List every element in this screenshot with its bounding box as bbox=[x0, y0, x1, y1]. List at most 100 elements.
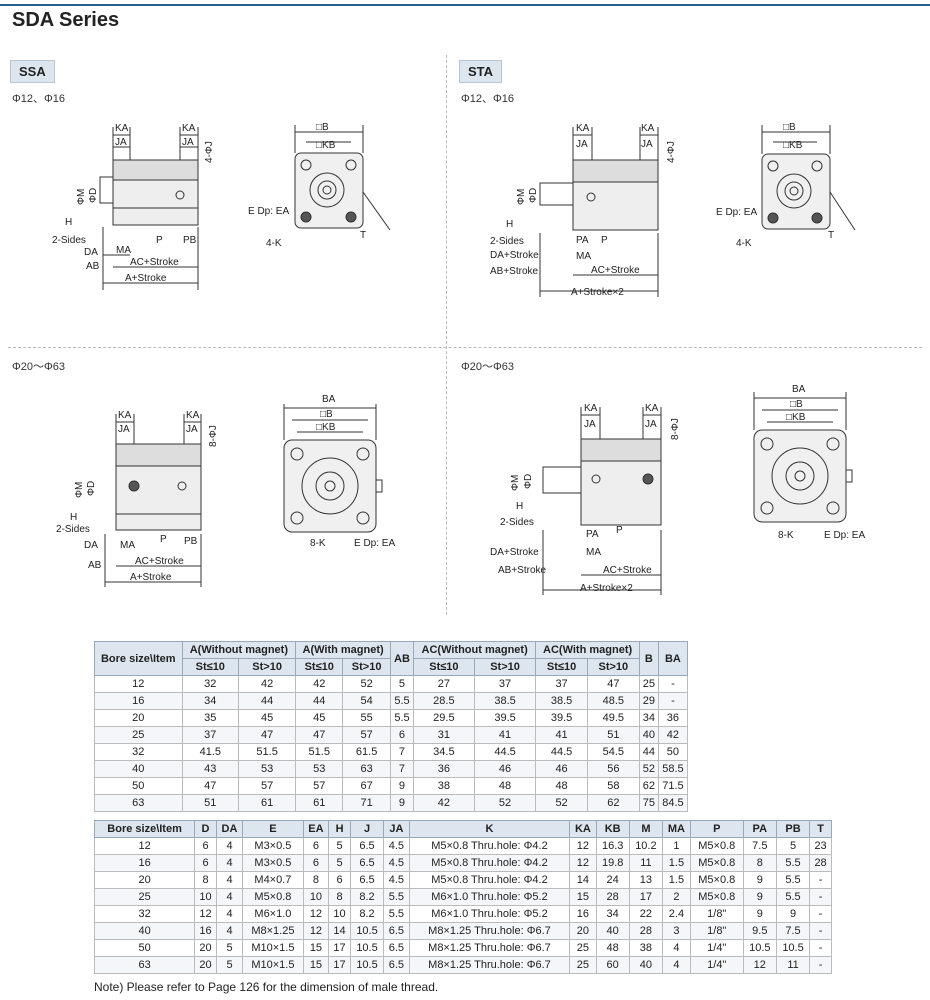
dim-ab-stroke: AB+Stroke bbox=[498, 565, 547, 576]
table-cell: 12 bbox=[302, 905, 330, 923]
t1-head-ac-with: AC(With magnet) bbox=[535, 641, 640, 659]
dim-e-dp: E Dp: EA bbox=[354, 538, 395, 549]
table-cell: 4 bbox=[215, 888, 244, 906]
table-cell: 20 bbox=[569, 922, 597, 940]
table-cell: 44 bbox=[238, 692, 297, 710]
ssa-small-side-view: KA KA JA JA 4-ΦJ ΦM ΦD H 2-Sides DA MA P… bbox=[52, 123, 215, 290]
table-cell: 22 bbox=[628, 905, 664, 923]
table-cell: 32 bbox=[93, 905, 196, 923]
table-cell: - bbox=[657, 692, 689, 710]
table-cell: 54.5 bbox=[586, 743, 640, 761]
dim-ba: BA bbox=[322, 394, 336, 405]
table-cell: 1/4" bbox=[689, 956, 744, 974]
table-cell: 62 bbox=[586, 794, 640, 812]
dim-b: □B bbox=[783, 122, 796, 133]
table-cell: 14 bbox=[569, 871, 597, 889]
table-cell: M5×0.8 bbox=[689, 837, 744, 855]
table-cell: 84.5 bbox=[657, 794, 689, 812]
dim-ja-right: JA bbox=[641, 139, 653, 150]
dim-8j: 8-ΦJ bbox=[208, 425, 219, 447]
dim-ab: AB bbox=[88, 560, 102, 571]
dim-ma: MA bbox=[586, 547, 601, 558]
dim-t: T bbox=[360, 230, 366, 241]
table-cell: 57 bbox=[295, 777, 344, 795]
table-cell: 40 bbox=[93, 922, 196, 940]
table-cell: 41 bbox=[535, 726, 588, 744]
t2-head-cell: KA bbox=[569, 820, 597, 838]
table-cell: 4 bbox=[662, 939, 691, 957]
ssa-tag: SSA bbox=[10, 60, 55, 83]
dim-b: □B bbox=[790, 399, 803, 410]
table-cell: 34 bbox=[638, 709, 659, 727]
table-cell: 1 bbox=[662, 837, 691, 855]
table-cell: 61 bbox=[238, 794, 297, 812]
table-cell: 9 bbox=[389, 794, 414, 812]
table-cell: 6.5 bbox=[383, 922, 410, 940]
table-cell: 5 bbox=[775, 837, 811, 855]
dim-ac-stroke: AC+Stroke bbox=[130, 257, 179, 268]
table-cell: 4.5 bbox=[383, 854, 410, 872]
table-cell: 46 bbox=[535, 760, 588, 778]
table-cell: 4 bbox=[215, 837, 244, 855]
dim-ab: AB bbox=[86, 261, 100, 272]
table-cell: 6.5 bbox=[349, 871, 385, 889]
table-cell: 17 bbox=[328, 956, 351, 974]
dim-pa: PA bbox=[586, 529, 599, 540]
table-cell: 52 bbox=[535, 794, 588, 812]
dim-ac-stroke: AC+Stroke bbox=[591, 265, 640, 276]
dim-d: ΦD bbox=[86, 481, 97, 496]
t2-head-cell: P bbox=[689, 820, 744, 838]
table-cell: 5.5 bbox=[383, 905, 410, 923]
table-cell: 2.4 bbox=[662, 905, 691, 923]
ssa-small-front-view: □B □KB E Dp: EA 4-K T bbox=[248, 122, 391, 249]
table-cell: 23 bbox=[809, 837, 832, 855]
table-cell: 57 bbox=[342, 726, 391, 744]
table-cell: 51 bbox=[586, 726, 640, 744]
top-rule bbox=[0, 4, 930, 6]
dim-b: □B bbox=[320, 409, 333, 420]
dim-da-stroke: DA+Stroke bbox=[490, 250, 539, 261]
table-cell: 10.5 bbox=[349, 939, 385, 957]
table-cell: 8.2 bbox=[349, 905, 385, 923]
table-cell: 15 bbox=[302, 956, 330, 974]
dim-h: H bbox=[506, 219, 513, 230]
table-cell: 9 bbox=[775, 905, 811, 923]
dim-ka-left: KA bbox=[118, 410, 132, 421]
table-cell: 40 bbox=[638, 726, 659, 744]
dim-4j: 4-ΦJ bbox=[666, 141, 677, 163]
table-cell: 63 bbox=[342, 760, 391, 778]
dim-m: ΦM bbox=[74, 482, 85, 498]
table-cell: 5.5 bbox=[389, 709, 414, 727]
table-cell: 37 bbox=[473, 675, 537, 693]
table-cell: 44 bbox=[295, 692, 344, 710]
table-cell: 28 bbox=[595, 888, 630, 906]
dim-kb: □KB bbox=[786, 412, 806, 423]
table-cell: 16 bbox=[194, 922, 217, 940]
t1-head-ac-without: AC(Without magnet) bbox=[412, 641, 537, 659]
table-cell: 16 bbox=[93, 854, 196, 872]
table-cell: 20 bbox=[93, 871, 196, 889]
table-cell: 50 bbox=[94, 777, 183, 795]
table-cell: 12 bbox=[194, 905, 217, 923]
table-cell: 39.5 bbox=[535, 709, 588, 727]
t1-head-a-with: A(With magnet) bbox=[295, 641, 391, 659]
table-cell: 25 bbox=[93, 888, 196, 906]
table-cell: 48 bbox=[595, 939, 630, 957]
dim-ka-right: KA bbox=[641, 123, 655, 134]
dim-kb: □KB bbox=[316, 140, 336, 151]
dim-da-stroke: DA+Stroke bbox=[490, 547, 539, 558]
table-cell: 57 bbox=[238, 777, 297, 795]
table-cell: 75 bbox=[638, 794, 659, 812]
table-cell: 6 bbox=[194, 837, 217, 855]
table-cell: 5.5 bbox=[775, 888, 811, 906]
table-cell: 12 bbox=[569, 854, 597, 872]
table-cell: 6 bbox=[302, 854, 330, 872]
table-cell: 52 bbox=[342, 675, 391, 693]
table-cell: 45 bbox=[238, 709, 297, 727]
